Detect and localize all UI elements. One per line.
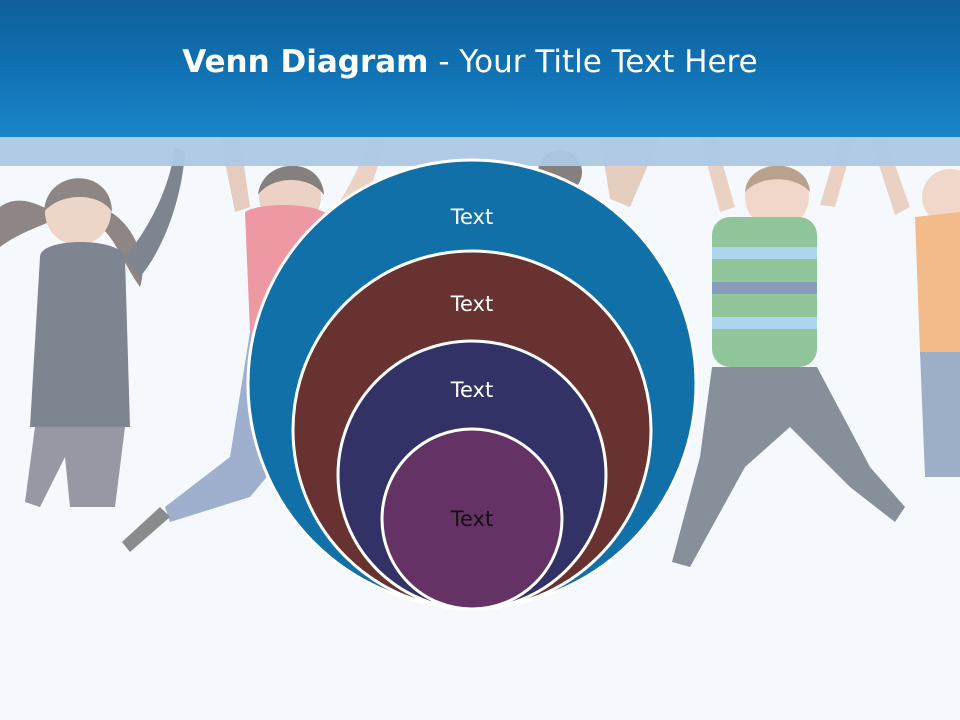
venn-circle-4 [380,427,564,611]
child-figure [0,147,185,507]
title-rest: - Your Title Text Here [428,44,758,80]
child-figure [672,137,905,567]
venn-circle-label-2: Text [450,292,493,316]
title-bold: Venn Diagram [182,44,429,80]
venn-circle-label-1: Text [450,205,493,229]
header-bar [0,0,960,137]
venn-circle-label-4: Text [450,507,493,531]
venn-circle-label-3: Text [450,378,493,402]
page-title: Venn Diagram - Your Title Text Here [0,40,940,84]
